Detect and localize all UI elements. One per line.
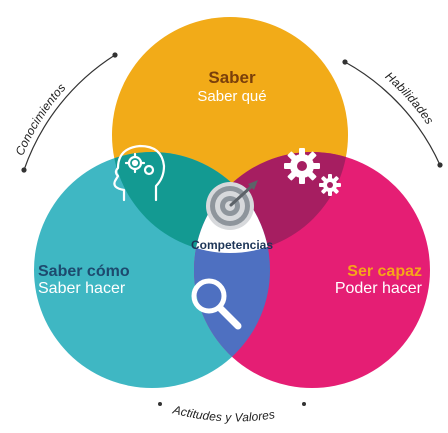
head-gear-icon [113, 144, 166, 202]
saber-subtitle: Saber qué [197, 88, 266, 105]
saber-como-title: Saber cómo [38, 263, 130, 280]
habilidades-label: Habilidades [383, 69, 437, 127]
conocimientos-label: Conocimientos [13, 81, 69, 158]
gears-icon [284, 148, 341, 196]
outer-arc-right [342, 59, 443, 168]
outer-arc-bottom [158, 402, 306, 406]
outer-arc-left [21, 52, 118, 173]
target-icon [206, 180, 258, 230]
ser-capaz-subtitle: Poder hacer [335, 280, 423, 297]
actitudes-valores-label: Actitudes y Valores [171, 402, 276, 424]
saber-title: Saber [208, 68, 256, 87]
ser-capaz-title: Ser capaz [347, 263, 422, 280]
magnifier-icon [191, 278, 242, 330]
competencias-label: Competencias [191, 238, 273, 252]
saber-como-subtitle: Saber hacer [38, 280, 126, 297]
